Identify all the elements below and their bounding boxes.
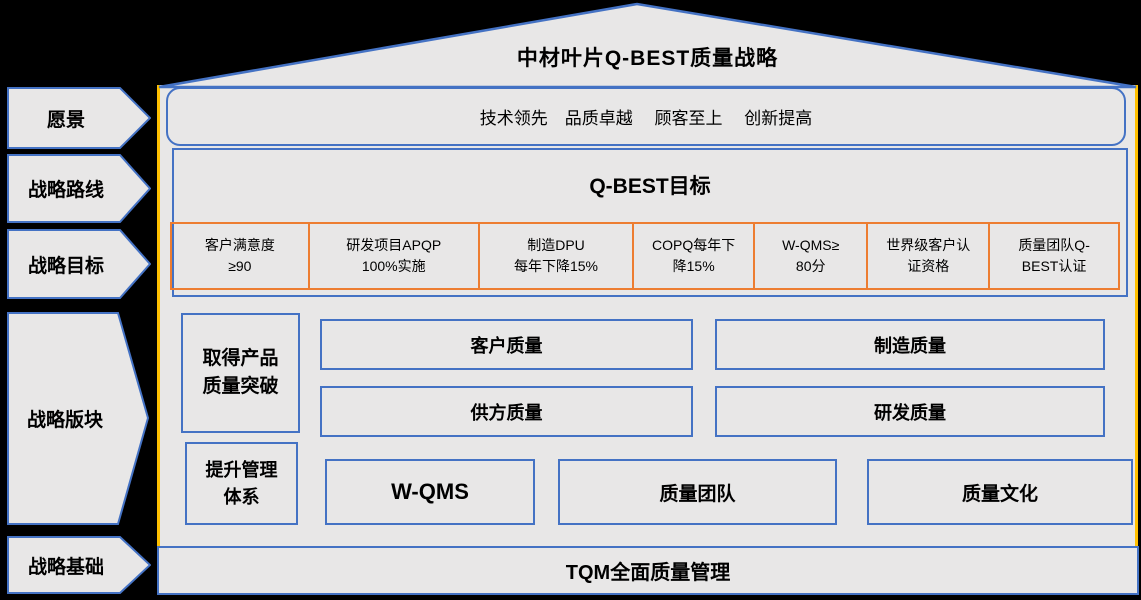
goal-item-apqp: 研发项目APQP 100%实施: [307, 222, 480, 290]
sidebar-label-strategy-route: 战略路线: [7, 154, 151, 223]
strategy-route-label: 战略路线: [27, 180, 104, 201]
strategy-section-label: 战略版块: [26, 410, 103, 431]
goals-box: Q-BEST目标 客户满意度 ≥90 研发项目APQP 100%实施 制造DPU…: [170, 148, 1128, 297]
tqm-label: TQM全面质量管理: [565, 562, 731, 584]
box-supplier-quality: 供方质量: [320, 386, 693, 437]
sidebar-label-vision: 愿景: [7, 87, 151, 149]
vision-text: 技术领先 品质卓越 顾客至上 创新提高: [479, 109, 813, 128]
box-product-quality-breakthrough: 取得产品 质量突破: [181, 313, 300, 433]
main-panel: [157, 85, 1138, 546]
goal-item-customer-satisfaction: 客户满意度 ≥90: [170, 222, 310, 290]
vision-box: 技术领先 品质卓越 顾客至上 创新提高: [166, 87, 1126, 146]
vision-label: 愿景: [46, 109, 85, 131]
box-quality-team: 质量团队: [558, 459, 837, 525]
box-improve-management-system: 提升管理 体系: [185, 442, 298, 525]
page-title: 中材叶片Q-BEST质量战略: [516, 47, 779, 70]
sidebar-label-strategy-section: 战略版块: [7, 312, 149, 525]
goals-title: Q-BEST目标: [589, 175, 711, 198]
sidebar-label-strategy-foundation: 战略基础: [7, 536, 151, 594]
sidebar-label-strategy-goal: 战略目标: [7, 229, 151, 299]
goal-item-copq: COPQ每年下 降15%: [632, 222, 756, 290]
goal-item-team-cert: 质量团队Q- BEST认证: [988, 222, 1120, 290]
goal-item-certification: 世界级客户认 证资格: [866, 222, 991, 290]
box-rd-quality: 研发质量: [715, 386, 1105, 437]
goal-item-dpu: 制造DPU 每年下降15%: [477, 222, 635, 290]
strategy-goal-label: 战略目标: [27, 255, 104, 277]
box-manufacturing-quality: 制造质量: [715, 319, 1105, 370]
tqm-foundation-bar: TQM全面质量管理: [157, 546, 1139, 595]
box-quality-culture: 质量文化: [867, 459, 1133, 525]
strategy-foundation-label: 战略基础: [27, 556, 104, 578]
box-customer-quality: 客户质量: [320, 319, 693, 370]
goals-row: 客户满意度 ≥90 研发项目APQP 100%实施 制造DPU 每年下降15% …: [170, 222, 1120, 290]
goal-item-wqms-score: W-QMS≥ 80分: [753, 222, 869, 290]
box-wqms: W-QMS: [325, 459, 535, 525]
